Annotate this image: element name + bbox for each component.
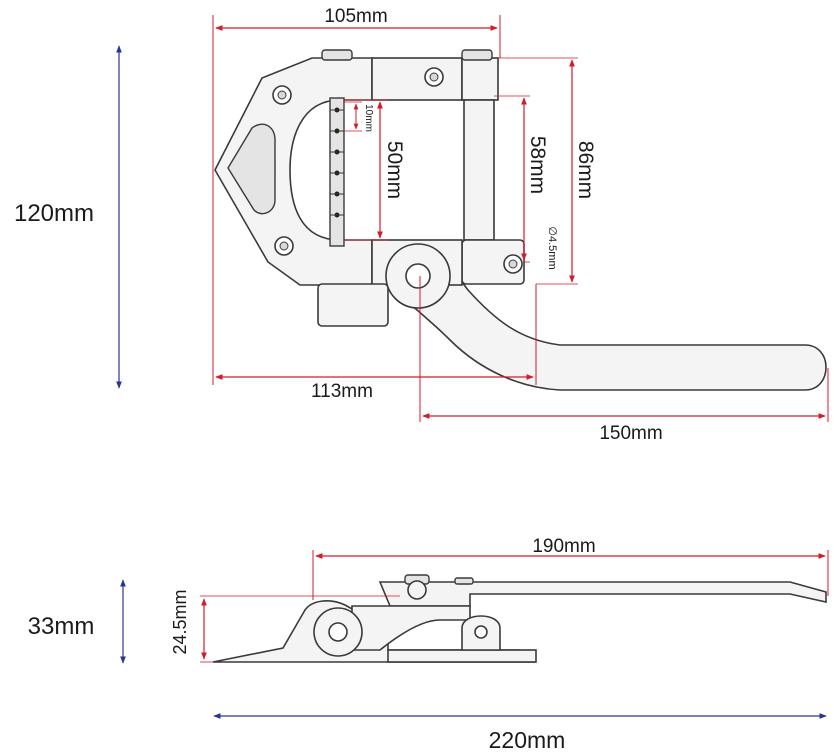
side-view (212, 574, 827, 663)
top-view-dimensions (116, 15, 829, 422)
label-hole-diameter: ∅4.5mm (546, 226, 558, 269)
base-flat (387, 649, 537, 663)
label-33mm: 33mm (28, 613, 95, 640)
left-pivot (313, 607, 363, 657)
top-bar (371, 57, 463, 101)
label-120mm: 120mm (14, 200, 94, 227)
label-105mm: 105mm (324, 6, 387, 27)
frame-inner-cutout (227, 123, 276, 215)
side-arm (378, 581, 827, 607)
anchor-dots (330, 107, 344, 218)
hinge-block (351, 605, 471, 651)
vibrato-arm (394, 253, 827, 391)
top-bar-end (461, 57, 499, 101)
label-190mm: 190mm (532, 536, 595, 557)
label-10mm: 10mm (363, 104, 374, 132)
lower-mount-block (317, 283, 389, 327)
label-113mm: 113mm (311, 381, 373, 402)
label-50mm: 50mm (383, 141, 406, 199)
side-view-dimensions (120, 550, 829, 719)
arm-pivot (385, 243, 451, 309)
label-220mm: 220mm (489, 727, 566, 753)
label-86mm: 86mm (574, 141, 597, 199)
screw-head (321, 49, 353, 61)
mount-hole (424, 67, 444, 87)
right-post (463, 99, 495, 241)
label-24-5mm: 24.5mm (170, 589, 190, 654)
right-lug-hole (474, 625, 488, 639)
top-view (214, 49, 827, 391)
screw-head (461, 49, 493, 61)
screw-head (454, 577, 474, 585)
mount-hole (274, 236, 294, 256)
label-150mm: 150mm (599, 423, 662, 444)
label-58mm: 58mm (526, 136, 549, 194)
mount-hole (503, 254, 523, 274)
arm-pivot-side (407, 580, 427, 600)
mount-hole (272, 85, 292, 105)
